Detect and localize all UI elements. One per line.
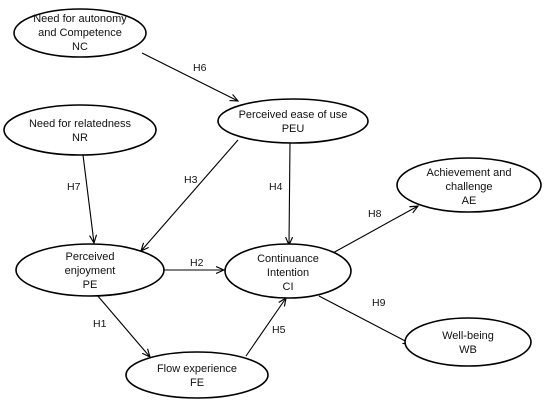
edge-h9 (318, 295, 411, 344)
edge-label-h6: H6 (193, 62, 207, 74)
edge-label-h7: H7 (67, 181, 81, 193)
node-fe-line-2: FE (190, 377, 204, 389)
node-nr-line-2: NR (72, 132, 88, 144)
node-peu-line-2: PEU (282, 123, 305, 135)
edge-label-h5: H5 (272, 324, 286, 336)
edge-label-h1: H1 (93, 318, 107, 330)
edge-h6 (141, 52, 238, 101)
node-pe: Perceived enjoyment PE (15, 243, 165, 297)
node-nc-line-3: NC (72, 41, 88, 53)
edge-label-h4: H4 (269, 181, 283, 193)
edge-label-h8: H8 (368, 208, 382, 220)
edge-h7 (82, 154, 94, 243)
node-ci-line-1: Continuance (257, 253, 319, 265)
node-pe-line-2: enjoyment (65, 265, 116, 277)
node-nr: Need for relatedness NR (3, 104, 157, 156)
edge-h4 (289, 141, 290, 245)
node-nc-line-1: Need for autonomy (33, 13, 127, 25)
node-peu-line-1: Perceived ease of use (239, 109, 348, 121)
node-nr-line-1: Need for relatedness (29, 118, 132, 130)
node-fe: Flow experience FE (125, 351, 269, 399)
node-nc-line-2: and Competence (38, 27, 122, 39)
node-ae-line-3: AE (462, 195, 477, 207)
edge-labels: H6 H7 H3 H4 H2 H8 H1 H5 H9 (67, 62, 386, 336)
edge-h8 (330, 206, 418, 255)
node-pe-line-3: PE (83, 279, 98, 291)
edge-h1 (96, 294, 150, 357)
edge-h3 (141, 139, 239, 251)
edge-label-h2: H2 (190, 257, 204, 269)
node-peu: Perceived ease of use PEU (217, 98, 369, 144)
edge-h5 (245, 298, 286, 357)
node-ae: Achievement and challenge AE (396, 157, 542, 213)
edge-label-h3: H3 (184, 174, 198, 186)
node-wb-line-1: Well-being (442, 330, 494, 342)
node-ae-line-2: challenge (445, 181, 492, 193)
node-wb-line-2: WB (459, 344, 477, 356)
node-ci-line-3: CI (283, 281, 294, 293)
node-wb: Well-being WB (404, 317, 532, 367)
node-fe-line-1: Flow experience (157, 363, 237, 375)
edge-label-h9: H9 (372, 297, 386, 309)
node-ci: Continuance Intention CI (224, 243, 352, 299)
node-pe-line-1: Perceived (66, 251, 115, 263)
node-ae-line-1: Achievement and (427, 167, 512, 179)
node-nc: Need for autonomy and Competence NC (13, 8, 147, 58)
edges (82, 52, 418, 357)
node-ci-line-2: Intention (267, 267, 309, 279)
